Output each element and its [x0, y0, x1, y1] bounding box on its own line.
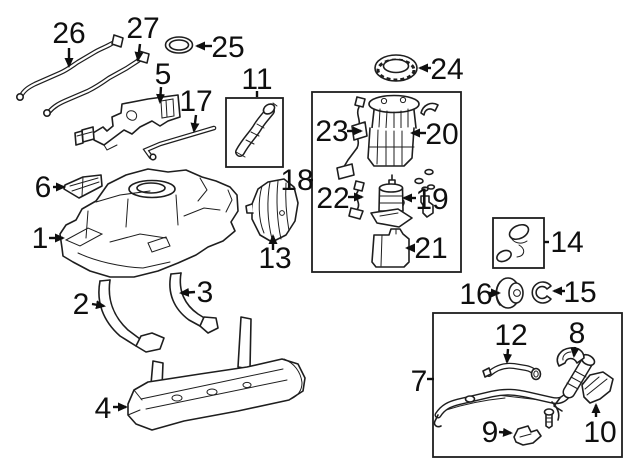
callout-6-label: 6	[35, 171, 52, 204]
callout-27-label: 27	[126, 12, 159, 45]
callout-3-arrow	[179, 287, 196, 297]
callout-17-arrow	[190, 114, 200, 133]
callout-17-label: 17	[179, 85, 212, 118]
part-shield-6	[63, 174, 103, 199]
callout-18-label: 18	[280, 164, 313, 197]
part-tank-strap-3	[169, 272, 219, 334]
part-tank-strap-2	[98, 279, 165, 353]
callout-16-label: 16	[459, 278, 492, 311]
callout-5-arrow	[156, 86, 166, 104]
part-pipe-shield-10	[581, 371, 614, 404]
part-tank-protector-4	[127, 316, 306, 431]
callout-27-arrow	[134, 43, 144, 62]
callout-1-label: 1	[32, 222, 49, 255]
part-lock-ring-24	[374, 54, 418, 82]
callouts-layer: 1 2 3 4 5 6 7 8 9 10 11 12 13 14 15 16 1	[32, 12, 617, 449]
part-fuel-pump-19	[370, 174, 413, 228]
part-fuel-filter-21	[371, 228, 410, 268]
part-shield-13	[245, 178, 299, 243]
callout-2-arrow	[91, 300, 106, 310]
part-breather-hose-12	[482, 362, 542, 381]
callout-10-label: 10	[583, 416, 616, 449]
part-cap-retainer-15	[531, 281, 552, 304]
part-bolt	[543, 408, 555, 429]
callout-9-label: 9	[482, 416, 499, 449]
callout-20-label: 20	[425, 118, 458, 151]
callout-19-label: 19	[415, 183, 448, 216]
callout-21-label: 21	[414, 232, 447, 265]
part-gasket-25	[164, 36, 194, 54]
callout-15-label: 15	[563, 276, 596, 309]
group-box-18	[311, 91, 462, 273]
part-tube-rod-17	[142, 125, 217, 161]
part-filler-hose-11	[235, 102, 278, 158]
part-cap-kit-14	[496, 223, 530, 263]
callout-9-arrow	[498, 427, 513, 437]
callout-25-label: 25	[211, 31, 244, 64]
callout-13-label: 13	[258, 242, 291, 275]
callout-4-label: 4	[95, 392, 112, 425]
part-harness-22	[348, 180, 365, 220]
part-fuel-cap-16	[495, 277, 524, 309]
part-fuel-tank-1	[59, 168, 239, 278]
callout-8-label: 8	[569, 317, 586, 350]
callout-8-arrow	[570, 346, 580, 358]
callout-14-label: 14	[550, 226, 583, 259]
callout-5-label: 5	[155, 58, 172, 91]
callout-26-label: 26	[52, 17, 85, 50]
part-bracket-5	[74, 94, 181, 151]
part-bracket-9	[513, 408, 555, 446]
callout-2-label: 2	[73, 288, 90, 321]
callout-3-label: 3	[197, 276, 214, 309]
callout-22-label: 22	[316, 182, 349, 215]
callout-12-label: 12	[494, 319, 527, 352]
callout-7-label: 7	[411, 365, 428, 398]
part-filler-pipe-7	[433, 353, 596, 428]
callout-24-label: 24	[430, 53, 463, 86]
callout-12-arrow	[503, 348, 513, 364]
group-box-7	[432, 312, 623, 458]
callout-23-label: 23	[315, 115, 348, 148]
group-box-11	[225, 97, 284, 168]
part-pump-module-20	[367, 94, 439, 167]
callout-11-label: 11	[241, 63, 272, 96]
